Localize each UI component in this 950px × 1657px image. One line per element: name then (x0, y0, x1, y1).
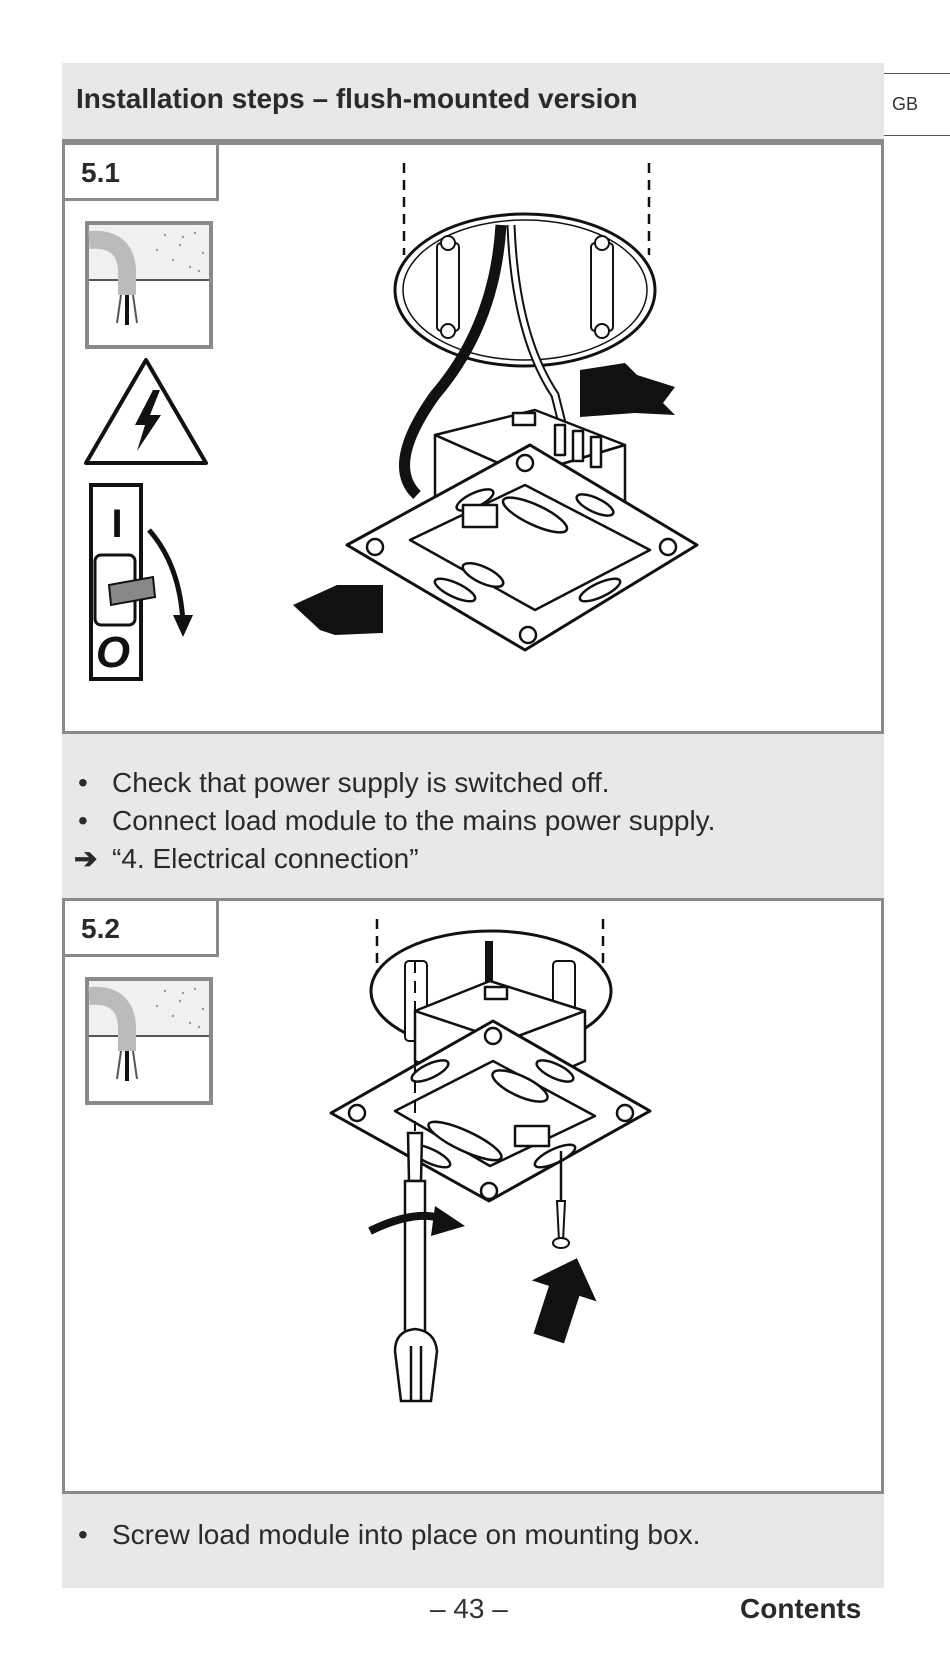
step-5-2-figure: 5.2 (62, 898, 884, 1494)
flush-mount-wall-icon (85, 221, 213, 349)
step-5-1-instructions: •Check that power supply is switched off… (62, 734, 884, 898)
instruction-item: •Connect load module to the mains power … (78, 805, 716, 836)
step-number-badge: 5.2 (65, 901, 219, 957)
page-title: Installation steps – flush-mounted versi… (76, 83, 638, 114)
mains-cables (399, 224, 570, 500)
high-voltage-warning-icon (84, 358, 208, 465)
load-module (345, 408, 699, 652)
alignment-guide-lines (402, 163, 651, 255)
push-arrow-right-icon (580, 363, 675, 417)
step-number: 5.2 (81, 913, 120, 944)
section-header: Installation steps – flush-mounted versi… (62, 63, 884, 142)
language-tab-label: GB (892, 94, 919, 114)
circuit-breaker-icon: I O (89, 483, 193, 681)
contents-link[interactable]: Contents (740, 1593, 862, 1624)
screw-icon (552, 1151, 570, 1249)
rotate-clockwise-arrow-icon (368, 1206, 465, 1236)
instruction-item: •Screw load module into place on mountin… (78, 1519, 701, 1550)
flush-mount-wall-icon (85, 977, 213, 1105)
language-tab[interactable]: GB (884, 73, 950, 136)
insertion-arrow-icons (293, 363, 675, 635)
step-number: 5.1 (81, 157, 120, 188)
screwdriver-icon (393, 961, 439, 1403)
instruction-item: •Check that power supply is switched off… (78, 767, 610, 798)
breaker-off-label: O (96, 628, 130, 677)
mounting-box (393, 212, 657, 368)
step-number-badge: 5.1 (65, 145, 219, 201)
cross-reference-link[interactable]: ➔“4. Electrical connection” (74, 840, 715, 878)
step-5-2-instructions: •Screw load module into place on mountin… (62, 1494, 884, 1588)
step-5-1-illustration: I O (84, 163, 699, 681)
breaker-on-label: I (111, 502, 122, 546)
step-5-2-illustration (85, 919, 652, 1403)
step-5-1-figure: I O (62, 142, 884, 734)
arrow-right-icon: ➔ (74, 843, 98, 874)
page-number: – 43 – (430, 1593, 508, 1624)
push-up-arrow-icon (531, 1258, 597, 1344)
push-arrow-left-icon (293, 585, 383, 635)
